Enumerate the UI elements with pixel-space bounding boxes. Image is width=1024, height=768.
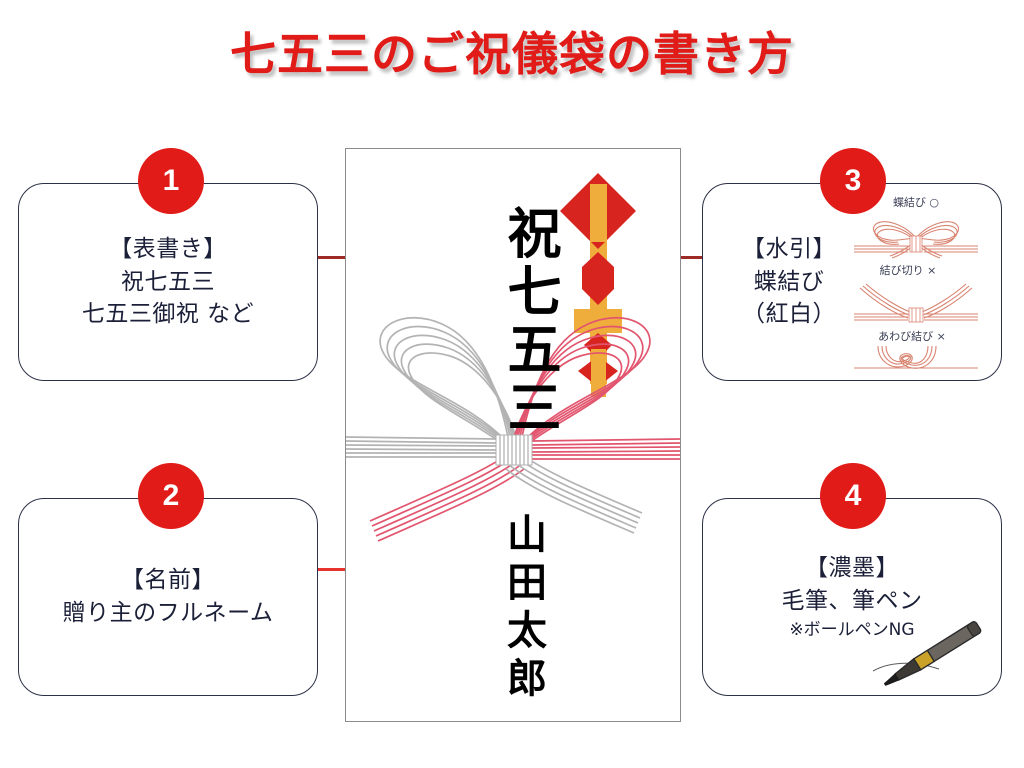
gift-envelope: 祝七五三 山田太郎: [345, 148, 681, 722]
mizuhiki-awabi-icon: [854, 345, 978, 369]
callout-3-number-badge: 3: [820, 148, 886, 214]
brush-pen-icon: [872, 621, 982, 686]
noshi-icon: [560, 173, 636, 397]
mizuhiki-musubikiri-icon: [854, 283, 978, 323]
mizuhiki-label-musubikiri: 結び切り ×: [880, 263, 937, 277]
mizuhiki-bow-icon: [854, 221, 978, 259]
callout-1-number-badge: 1: [138, 148, 204, 214]
callout-1-line-1: 【表書き】: [109, 236, 227, 263]
callout-3-line-2: 蝶結び: [753, 268, 825, 295]
callout-4-line-1: 【濃墨】: [805, 555, 899, 582]
callout-4-line-2: 毛筆、筆ペン: [781, 587, 923, 614]
envelope-decoration-svg: [346, 173, 680, 542]
callout-box-3[interactable]: 【水引】 蝶結び （紅白） 蝶結び ○: [702, 183, 1002, 381]
mizuhiki-knot-center: [495, 434, 533, 466]
mizuhiki-samples-svg: 蝶結び ○: [854, 195, 978, 369]
mizuhiki-red-loop: [509, 316, 651, 458]
callout-box-2[interactable]: 【名前】 贈り主のフルネーム: [18, 498, 318, 696]
mizuhiki-silver-loop: [379, 316, 521, 458]
callout-1-line-3: 七五三御祝 など: [81, 301, 255, 328]
brush-pen-illustration: [865, 607, 995, 691]
mizuhiki-samples: 蝶結び ○: [851, 194, 981, 370]
mizuhiki-red-band: [531, 438, 680, 460]
callout-2-line-1: 【名前】: [121, 567, 215, 594]
callout-box-1[interactable]: 【表書き】 祝七五三 七五三御祝 など: [18, 183, 318, 381]
envelope-omotegaki-text: 祝七五三: [498, 205, 562, 437]
connector-line-2: [240, 568, 430, 571]
mizuhiki-label-bow: 蝶結び ○: [893, 195, 939, 209]
envelope-name-text: 山田太郎: [500, 513, 547, 705]
mizuhiki-label-awabi: あわび結び ×: [878, 329, 946, 343]
mizuhiki-silver-band: [346, 436, 497, 458]
callout-3-line-1: 【水引】: [742, 236, 836, 263]
page-title: 七五三のご祝儀袋の書き方: [230, 27, 794, 81]
callout-3-line-3: （紅白）: [742, 301, 836, 328]
callout-3-text-block: 【水引】 蝶結び （紅白）: [729, 233, 849, 331]
callout-2-number-badge: 2: [138, 463, 204, 529]
callout-4-note: ※ボールペンNG: [789, 619, 915, 640]
callout-box-4[interactable]: 【濃墨】 毛筆、筆ペン ※ボールペンNG: [702, 498, 1002, 696]
callout-4-number-badge: 4: [820, 463, 886, 529]
callout-2-line-2: 贈り主のフルネーム: [62, 600, 274, 626]
callout-1-line-2: 祝七五三: [121, 268, 215, 295]
